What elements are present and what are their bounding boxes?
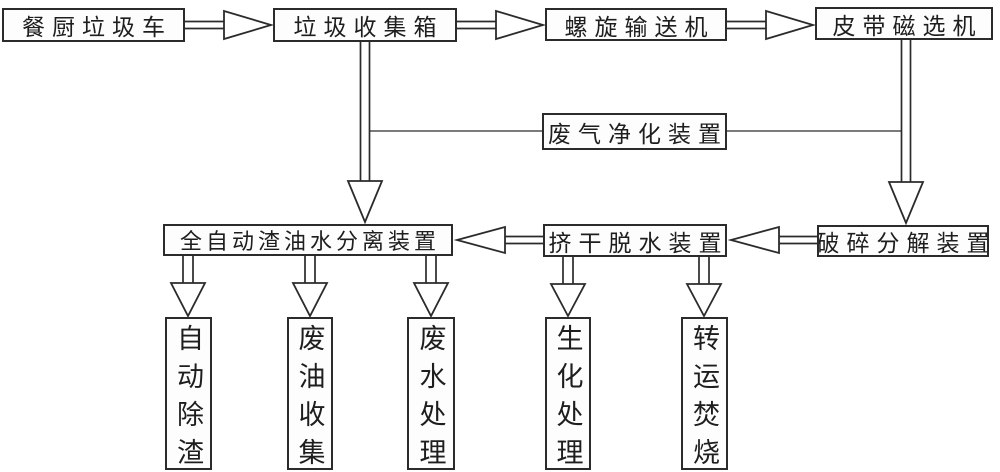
node-biochemical-treatment: 生化处理: [545, 317, 591, 470]
node-squeeze-dewatering: 挤干脱水装置: [543, 224, 727, 257]
node-waste-oil-collection: 废油收集: [287, 317, 333, 470]
arrow-separator-to-water-icon: [412, 256, 450, 318]
node-waste-water-treatment-label: 废水处理: [415, 324, 446, 470]
arrow-separator-to-oil-icon: [291, 256, 329, 318]
node-auto-slag-removal-label: 自动除渣: [173, 324, 203, 470]
node-garbage-collection-box: 垃圾收集箱: [273, 8, 457, 42]
arrow-separator-to-slag-icon: [169, 256, 207, 318]
node-auto-slag-removal: 自动除渣: [165, 317, 212, 470]
arrow-dewatering-to-separator-icon: [453, 225, 543, 255]
node-waste-water-treatment: 废水处理: [407, 317, 455, 470]
arrow-collection-to-screw-icon: [457, 9, 547, 41]
node-transfer-incineration: 转运焚烧: [681, 317, 728, 470]
arrow-screw-to-magnet-icon: [727, 9, 817, 41]
node-waste-oil-collection-label: 废油收集: [294, 324, 325, 470]
node-belt-magnetic-separator: 皮带磁选机: [815, 7, 993, 40]
arrow-dewatering-to-incineration-icon: [685, 257, 723, 318]
arrow-truck-to-collection-icon: [185, 9, 275, 41]
node-biochemical-treatment-label: 生化处理: [552, 324, 583, 470]
arrow-crusher-to-dewatering-icon: [727, 225, 817, 255]
arrow-magnet-to-crusher-icon: [887, 40, 925, 226]
node-transfer-incineration-label: 转运焚烧: [689, 324, 719, 470]
node-waste-gas-purifier: 废气净化装置: [542, 113, 727, 150]
arrow-collection-to-separator-icon: [346, 42, 384, 225]
node-crushing-decomposition: 破碎分解装置: [817, 225, 989, 257]
arrow-dewatering-to-bio-icon: [549, 257, 587, 318]
node-auto-oil-water-separator: 全自动渣油水分离装置: [163, 224, 453, 256]
node-screw-conveyor: 螺旋输送机: [545, 8, 727, 41]
node-kitchen-waste-truck: 餐厨垃圾车: [2, 8, 185, 42]
